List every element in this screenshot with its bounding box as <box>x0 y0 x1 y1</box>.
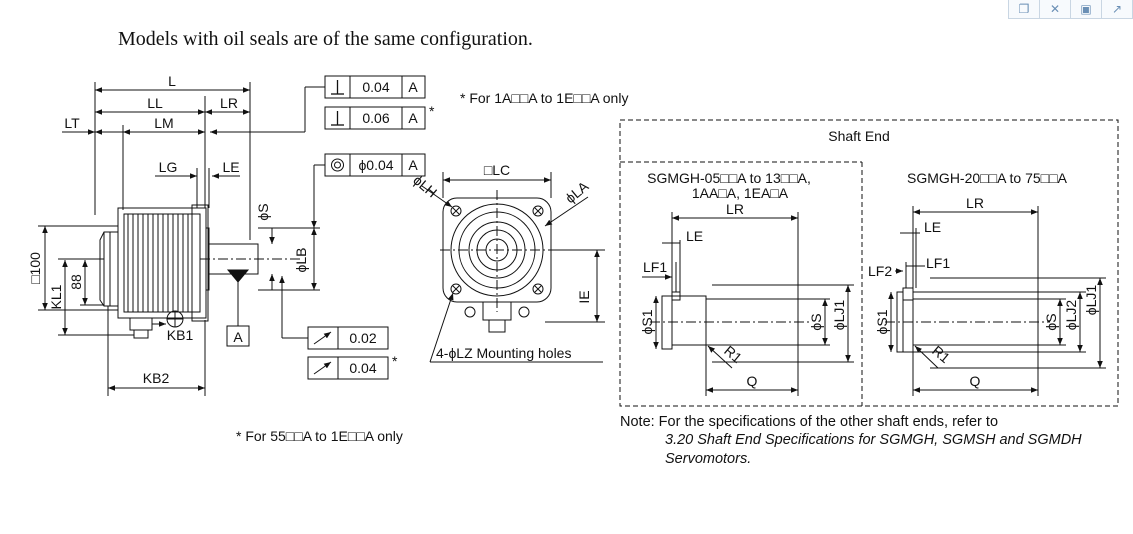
dim-L: L <box>168 73 176 89</box>
right-dim-LJ1: ϕLJ1 <box>1083 285 1099 316</box>
note-1A-only: * For 1A□□A to 1E□□A only <box>460 90 628 106</box>
note-55-only: * For 55□□A to 1E□□A only <box>236 428 403 444</box>
runout-2-asterisk: * <box>392 353 398 369</box>
dim-LL: LL <box>147 95 163 111</box>
dim-phiS: ϕS <box>255 203 271 220</box>
dim-phiLB: ϕLB <box>293 248 309 273</box>
page-headline: Models with oil seals are of the same co… <box>118 28 533 50</box>
dim-KB2: KB2 <box>143 370 170 386</box>
footnote-line-3: Servomotors. <box>665 451 752 467</box>
runout-2-value: 0.04 <box>349 360 376 376</box>
dim-88: 88 <box>68 274 84 290</box>
perp-2-datum: A <box>408 110 418 126</box>
shaft-end-title: Shaft End <box>828 128 890 144</box>
right-dim-LR: LR <box>966 195 984 211</box>
footnote-line-2: 3.20 Shaft End Specifications for SGMGH,… <box>665 432 1082 448</box>
dim-IE: IE <box>576 290 592 303</box>
dim-LR: LR <box>220 95 238 111</box>
shaft-left-title-1: SGMGH-05□□A to 13□□A, <box>647 170 811 186</box>
dim-LM: LM <box>154 115 173 131</box>
perp-2-asterisk: * <box>429 103 435 119</box>
right-dim-LF2: LF2 <box>868 263 892 279</box>
shaft-end-right <box>885 206 1106 396</box>
perp-2-value: 0.06 <box>362 110 389 126</box>
dim-LC: □LC <box>484 162 510 178</box>
right-dim-LE: LE <box>924 219 941 235</box>
motor-side-view <box>38 82 320 396</box>
left-dim-LF1: LF1 <box>643 259 667 275</box>
dim-KB1: KB1 <box>167 327 194 343</box>
dim-LE: LE <box>222 159 239 175</box>
shaft-left-title-2: 1AA□A, 1EA□A <box>692 185 789 201</box>
left-dim-Q: Q <box>747 373 758 389</box>
shaft-right-title: SGMGH-20□□A to 75□□A <box>907 170 1068 186</box>
left-dim-LE: LE <box>686 228 703 244</box>
footnote-line-1: Note: For the specifications of the othe… <box>620 414 999 430</box>
dim-KL1: KL1 <box>48 284 64 309</box>
left-dim-LJ1: ϕLJ1 <box>831 300 847 331</box>
left-dim-S1: ϕS1 <box>639 309 655 334</box>
right-dim-S: ϕS <box>1043 313 1059 330</box>
motor-front-view <box>421 172 605 363</box>
right-dim-LJ2: ϕLJ2 <box>1063 300 1079 331</box>
mounting-holes-label: 4-ϕLZ Mounting holes <box>436 345 571 361</box>
tolerance-frames <box>210 75 426 380</box>
left-dim-R1: R1 <box>721 342 745 366</box>
dim-LT: LT <box>64 115 80 131</box>
dim-square-100: □100 <box>27 252 43 284</box>
perp-1-value: 0.04 <box>362 79 389 95</box>
runout-1-value: 0.02 <box>349 330 376 346</box>
datum-A-label: A <box>233 329 243 345</box>
shaft-end-left <box>642 212 854 396</box>
shaft-end-box <box>619 119 1119 407</box>
left-dim-LR: LR <box>726 201 744 217</box>
right-dim-LF1: LF1 <box>926 255 950 271</box>
dim-phiLA: ϕLA <box>562 178 592 207</box>
concentricity-datum: A <box>408 157 418 173</box>
right-dim-Q: Q <box>970 373 981 389</box>
left-dim-S: ϕS <box>808 313 824 330</box>
perp-1-datum: A <box>408 79 418 95</box>
concentricity-value: ϕ0.04 <box>358 157 393 173</box>
viewer-toolbar: ❐ ✕ ▣ ↗ <box>1008 0 1133 19</box>
right-dim-S1: ϕS1 <box>874 309 890 334</box>
dim-LG: LG <box>159 159 178 175</box>
